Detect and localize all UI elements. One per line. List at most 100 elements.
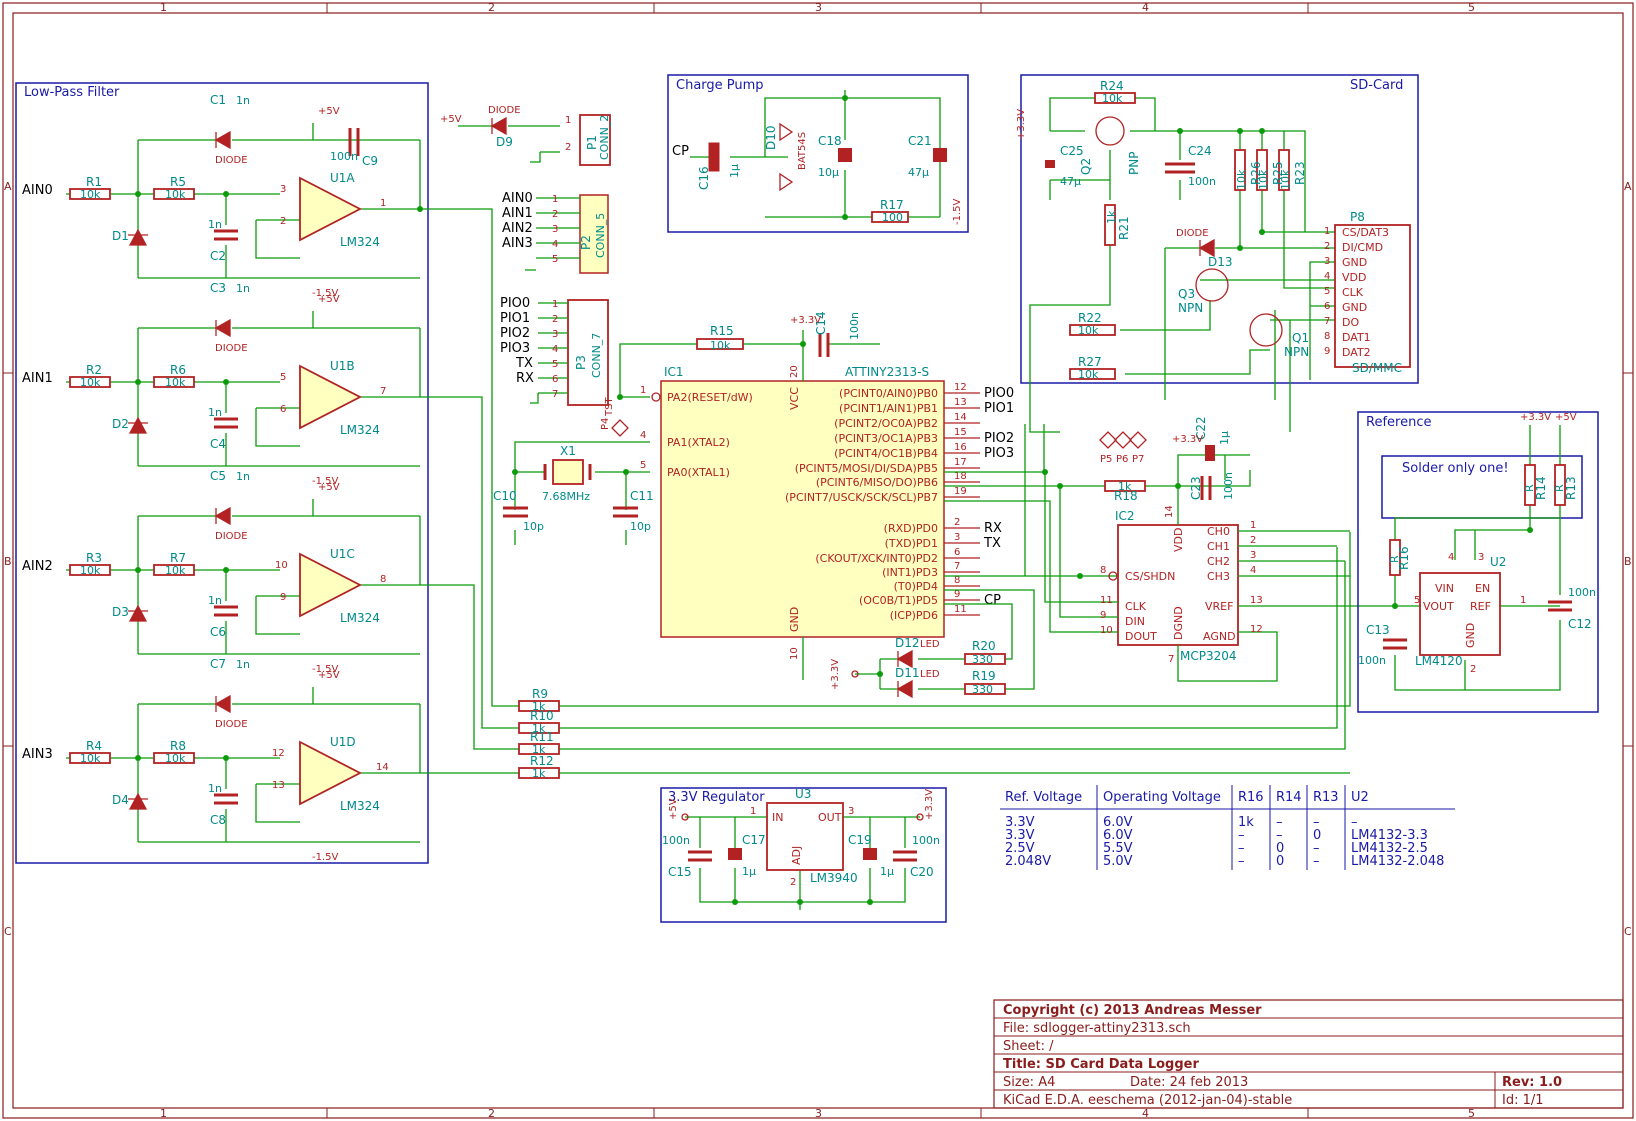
pin-number: 1 <box>640 385 646 396</box>
cap-ref: C3 <box>210 281 226 295</box>
resistor-value: 1k <box>1118 480 1132 493</box>
table-header: R13 <box>1313 790 1339 805</box>
resistor-value: R <box>1523 484 1536 492</box>
net-label: AIN3 <box>502 236 533 251</box>
table-cell: 5.0V <box>1103 854 1133 869</box>
col-label: 5 <box>1468 1 1475 14</box>
cap-value: 1n <box>208 218 222 231</box>
ic-value: LM4120 <box>1415 654 1463 668</box>
transistor-ref: Q2 <box>1079 158 1093 175</box>
cap-ref: C18 <box>818 134 842 148</box>
cap-value: 10p <box>523 520 544 533</box>
pin-number: 3 <box>848 806 854 817</box>
table-cell: – <box>1276 828 1283 843</box>
cap-ref: C13 <box>1366 623 1390 637</box>
pin-name: VDD <box>1342 271 1366 284</box>
title-block: Copyright (c) 2013 Andreas Messer File: … <box>993 999 1624 1109</box>
pin-name: AGND <box>1203 630 1236 643</box>
pin-number: 6 <box>280 404 286 415</box>
pin-number: 2 <box>790 877 796 888</box>
row-label: B <box>4 555 12 568</box>
cap-ref: C6 <box>210 625 226 639</box>
pin-name: PA0(XTAL1) <box>667 466 730 479</box>
connector-ref: P1 <box>585 135 599 150</box>
pin-number: 13 <box>954 397 967 408</box>
gnd-label: GND <box>788 607 801 632</box>
resistor-value: 1k <box>532 767 546 780</box>
pin-number: 1 <box>565 115 571 126</box>
table-cell: 2.048V <box>1005 854 1051 869</box>
pin-number: 16 <box>954 442 967 453</box>
transistor-value: NPN <box>1284 345 1309 359</box>
resistor-value: 1k <box>1105 210 1118 224</box>
diode-value: BAT54S <box>797 132 808 170</box>
table-header: R14 <box>1276 790 1302 805</box>
supply-label: +3.3V <box>924 789 935 820</box>
net-label: TX <box>983 536 1001 551</box>
pin-number: 9 <box>1100 610 1106 621</box>
resistor-ref: R27 <box>1078 355 1102 369</box>
diode-value: DIODE <box>215 531 248 542</box>
led-ref: D12 <box>895 636 920 650</box>
opamp-value: LM324 <box>340 235 380 249</box>
filter-stage-1: AIN1 R2 10k R6 10k U1B LM324 1n C4 D2 DI… <box>22 281 421 487</box>
resistor-ref: R17 <box>880 198 904 212</box>
pin-name: CLK <box>1342 286 1364 299</box>
ref-label: R7 <box>170 551 186 565</box>
ic-ref: U2 <box>1490 555 1506 569</box>
pin-number: 4 <box>640 430 646 441</box>
resistor-value: 10k <box>1102 92 1123 105</box>
charge-pump-block: Charge Pump CP C16 1µ D10 BAT54S C18 10µ… <box>667 74 969 233</box>
pin-number: 3 <box>280 184 286 195</box>
pin-name: VIN <box>1435 582 1454 595</box>
col-label: 1 <box>160 1107 167 1120</box>
resistor-value: 10k <box>710 339 731 352</box>
testpoint-value: TST <box>604 397 615 417</box>
resistor-ref: R9 <box>532 687 548 701</box>
diode-ref: D3 <box>112 605 129 619</box>
pin-number: 6 <box>552 374 558 385</box>
pin-number: 9 <box>954 589 960 600</box>
pin-name: DI/CMD <box>1342 241 1383 254</box>
pin-number: 5 <box>552 254 558 265</box>
resistor-value: 10k <box>1279 169 1292 190</box>
cap-value: 47µ <box>1060 175 1081 188</box>
net-label: PIO3 <box>500 341 530 356</box>
connector-value: CONN_2 <box>598 115 611 160</box>
table-cell: – <box>1238 854 1245 869</box>
table-cell: – <box>1238 828 1245 843</box>
pin-number: 4 <box>1324 271 1330 282</box>
resistor-ref: R21 <box>1117 216 1131 240</box>
pin-number: 10 <box>275 560 288 571</box>
file-name: File: sdlogger-attiny2313.sch <box>1003 1021 1191 1036</box>
cap-value: 10µ <box>818 166 839 179</box>
table-cell: 0 <box>1276 854 1284 869</box>
cap-ref: C16 <box>697 166 711 190</box>
table-cell: – <box>1313 815 1320 830</box>
ic-value: LM3940 <box>810 871 858 885</box>
pin-number: 3 <box>1250 550 1256 561</box>
supply-label: -1.5V <box>312 288 339 299</box>
row-label: A <box>4 180 12 193</box>
pin-name: (PCINT7/USCK/SCK/SCL)PB7 <box>785 491 938 504</box>
cap-value: 1n <box>236 282 250 295</box>
pin-number: 1 <box>1250 520 1256 531</box>
pin-name: (OC0B/T1)PD5 <box>859 594 938 607</box>
pin-number: 18 <box>954 471 967 482</box>
table-cell: 2.5V <box>1005 841 1035 856</box>
pin-number: 7 <box>1324 316 1330 327</box>
dgnd-label: DGND <box>1172 606 1185 640</box>
testpoint-ref: P6 <box>1116 454 1128 465</box>
cap-ref: C5 <box>210 469 226 483</box>
cap-value: 1µ <box>728 164 741 178</box>
cap-value: 1n <box>208 594 222 607</box>
cap-ref: C19 <box>848 833 872 847</box>
pin-number: 8 <box>1100 565 1106 576</box>
resistor-ref: R15 <box>710 324 734 338</box>
solder-note: Solder only one! <box>1402 461 1509 476</box>
led-value: LED <box>920 639 940 650</box>
cap-ref: C15 <box>668 865 692 879</box>
crystal-value: 7.68MHz <box>542 490 590 503</box>
opamp-value: LM324 <box>340 611 380 625</box>
